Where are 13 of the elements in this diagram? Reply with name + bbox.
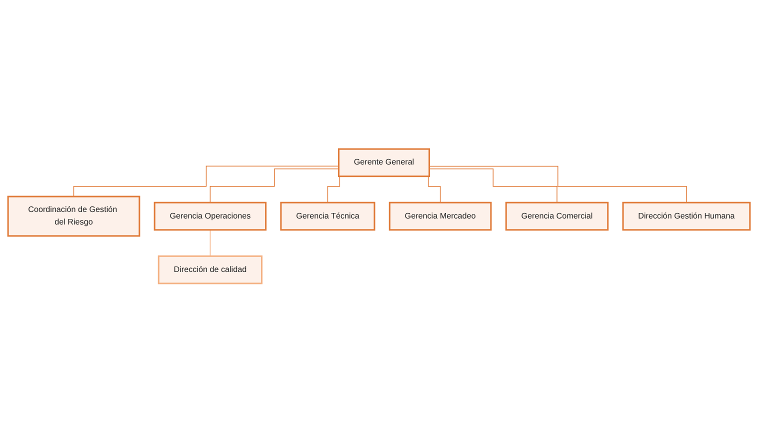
connector: [73, 166, 340, 198]
node-box: Dirección de calidad: [158, 256, 262, 284]
connector: [210, 168, 340, 204]
node-box: Dirección Gestión Humana: [622, 202, 751, 231]
node-box: Gerencia Operaciones: [154, 202, 267, 231]
connector: [428, 168, 558, 204]
connector: [210, 230, 211, 257]
node-box: Gerencia Comercial: [505, 202, 609, 231]
node-box: Coordinación de Gestión del Riesgo: [7, 196, 140, 237]
node-box: Gerencia Técnica: [280, 202, 376, 231]
connector: [428, 166, 687, 204]
node-box: Gerencia Mercadeo: [388, 202, 492, 231]
node-box: Gerente General: [338, 148, 430, 178]
